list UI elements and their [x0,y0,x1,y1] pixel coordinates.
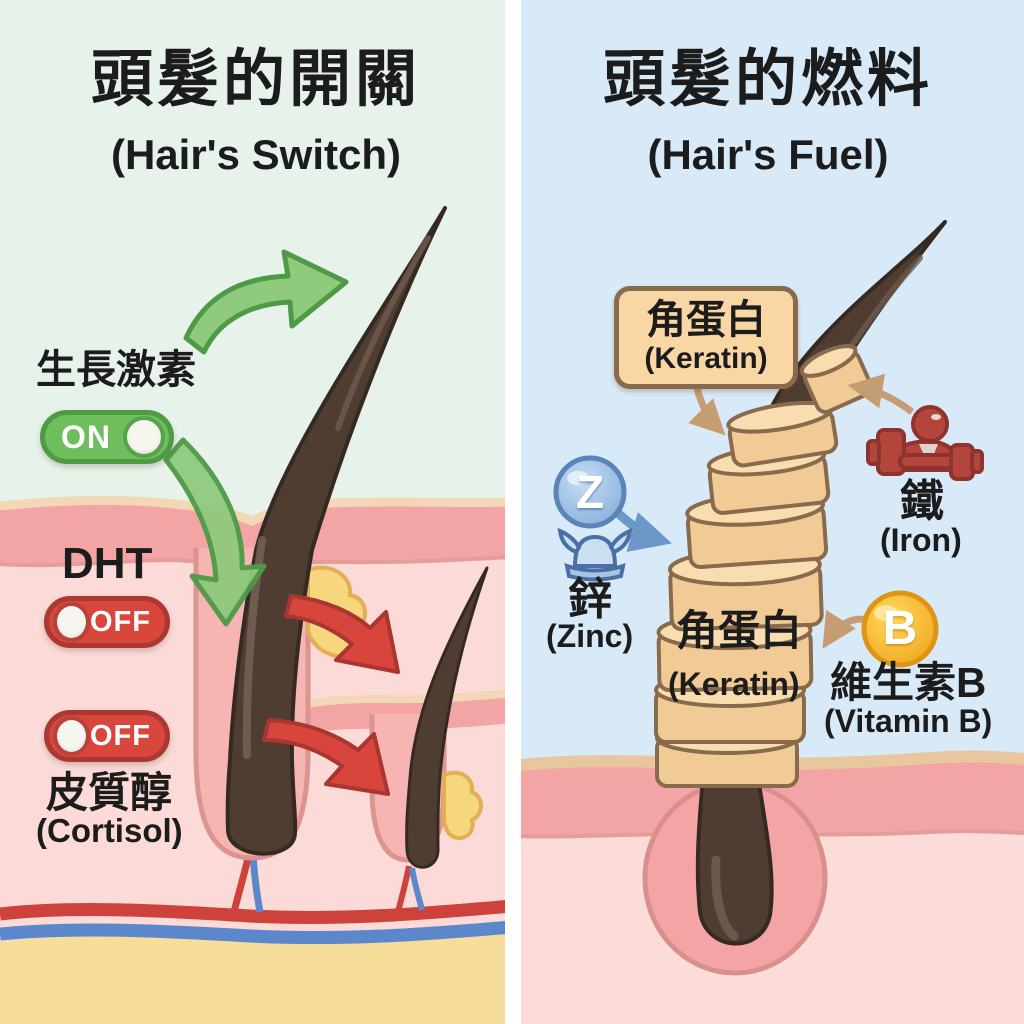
thick-hair [225,206,447,856]
iron-label-en: (Iron) [880,522,962,558]
toggle-state-label: ON [61,418,111,455]
right-panel-title: 頭髮的燃料 [602,45,933,114]
keratin-stack-label-en: (Keratin) [668,666,800,702]
vitamin-b-badge-letter: B [882,602,918,655]
keratin-box-label-en: (Keratin) [644,342,768,375]
keratin-label-box: 角蛋白 (Keratin) [614,286,798,389]
panel-divider [505,0,521,1024]
toggle-knob [53,716,90,756]
vitamin-b-label: 維生素B [830,659,987,706]
iron-label: 鐵 [900,477,944,526]
zinc-helmet-icon [557,527,633,582]
thin-hair [405,566,489,869]
hair-switch-illustration [0,0,512,1024]
keratin-stack [654,344,873,788]
cortisol-label-en: (Cortisol) [36,812,183,849]
cortisol-toggle: OFF [44,710,170,762]
right-panel-subtitle: (Hair's Fuel) [647,131,889,178]
artery [0,899,512,924]
toggle-state-label: OFF [90,719,151,752]
toggle-state-label: OFF [90,605,151,638]
green-growth-arrow-icon [183,249,349,355]
sebaceous-gland [442,770,483,840]
iron-arrow-icon [847,373,915,415]
fat-layer [0,932,512,1024]
dht-label: DHT [62,539,153,588]
zinc-label: 鋅 [568,575,612,624]
left-panel-title: 頭髮的開關 [90,45,421,114]
red-shrink-arrow-icon [262,594,400,796]
miniaturized-follicle [369,566,489,869]
toggle-knob [53,602,90,642]
vitamin-b-badge-icon [861,590,939,668]
green-signal-arrow-icon [163,437,267,627]
left-panel-subtitle: (Hair's Switch) [110,131,402,178]
vitamin-b-label-en: (Vitamin B) [824,703,993,739]
dht-toggle: OFF [44,596,170,648]
zinc-badge-icon [553,455,627,529]
zinc-label-en: (Zinc) [546,618,634,654]
vein [0,920,512,945]
zinc-badge-letter: Z [575,466,605,518]
growth-hormone-label: 生長激素 [36,348,196,392]
iron-dumbbell-icon [866,405,984,481]
hair-fuel-illustration [512,0,1024,1024]
toggle-knob [123,416,165,458]
cortisol-label: 皮質醇 [46,769,173,816]
keratin-box-label: 角蛋白 [646,298,766,342]
keratin-stack-label: 角蛋白 [676,607,803,654]
growth-hormone-toggle: ON [40,410,174,464]
